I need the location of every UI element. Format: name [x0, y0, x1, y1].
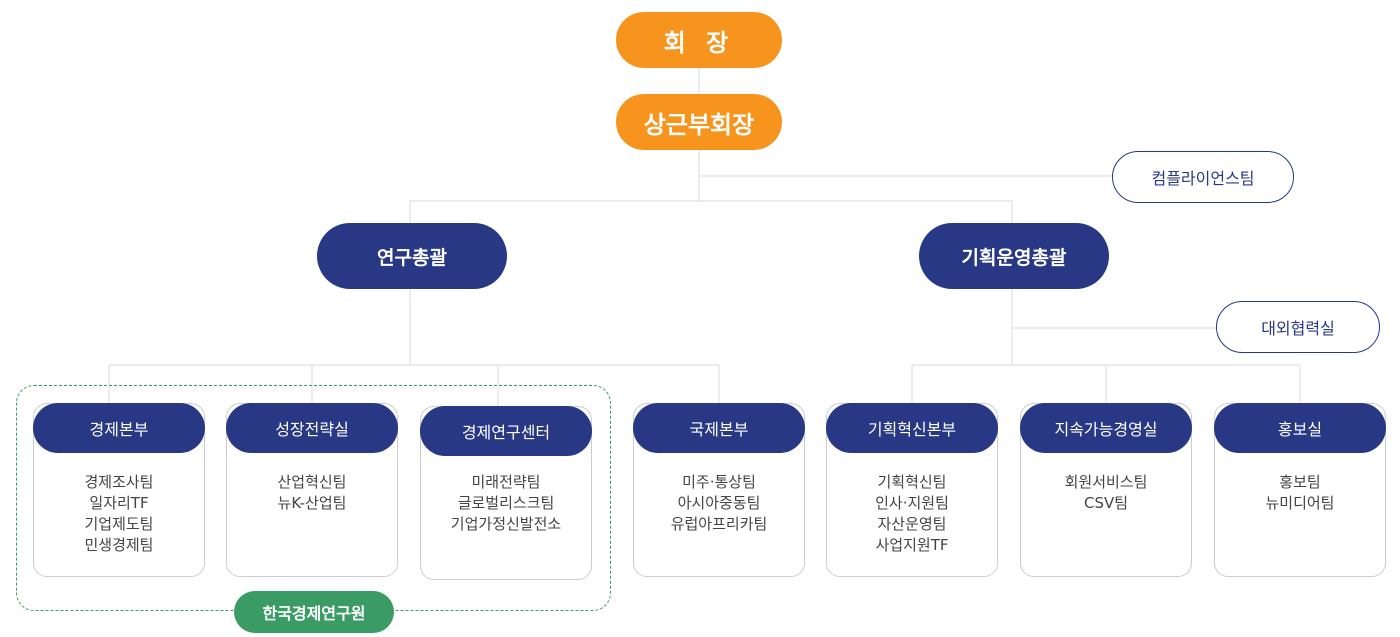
team-list: 기획혁신팀 인사·지원팀 자산운영팀 사업지원TF: [827, 472, 997, 556]
team-list: 미주·통상팀 아시아중동팀 유럽아프리카팀: [634, 472, 804, 535]
team-item: 미래전략팀: [471, 473, 541, 491]
chairman-label: 회 장: [663, 28, 735, 57]
department-card-economic-research-center: 경제연구센터 미래전략팀 글로벌리스크팀 기업가정신발전소: [420, 406, 592, 580]
team-list: 미래전략팀 글로벌리스크팀 기업가정신발전소: [421, 472, 591, 535]
department-header: 홍보실: [1214, 403, 1386, 453]
planning-division-label: 기획운영총괄: [961, 246, 1067, 269]
department-header: 기획혁신본부: [826, 403, 998, 453]
team-item: 아시아중동팀: [677, 494, 761, 512]
department-card-growth-strategy: 성장전략실 산업혁신팀 뉴K-산업팀: [226, 403, 398, 577]
chairman-box: 회 장: [616, 12, 782, 68]
team-item: 뉴K-산업팀: [277, 494, 347, 512]
team-list: 경제조사팀 일자리TF 기업제도팀 민생경제팀: [34, 472, 204, 556]
team-item: 기획혁신팀: [877, 473, 947, 491]
team-list: 홍보팀 뉴미디어팀: [1215, 472, 1385, 514]
team-item: CSV팀: [1083, 494, 1129, 512]
department-header: 경제연구센터: [420, 406, 592, 456]
team-item: 유럽아프리카팀: [670, 515, 768, 533]
team-item: 일자리TF: [89, 494, 149, 512]
department-header: 경제본부: [33, 403, 205, 453]
team-item: 민생경제팀: [84, 536, 154, 554]
department-card-sustainable-management: 지속가능경영실 회원서비스팀 CSV팀: [1020, 403, 1192, 577]
kori-label-badge: 한국경제연구원: [234, 591, 394, 633]
team-item: 산업혁신팀: [277, 473, 347, 491]
team-item: 홍보팀: [1279, 473, 1321, 491]
planning-division-box: 기획운영총괄: [919, 223, 1109, 289]
research-division-box: 연구총괄: [317, 223, 507, 289]
department-card-planning-innovation: 기획혁신본부 기획혁신팀 인사·지원팀 자산운영팀 사업지원TF: [826, 403, 998, 577]
vice-chairman-label: 상근부회장: [643, 110, 755, 139]
team-item: 인사·지원팀: [875, 494, 949, 512]
kori-label-text: 한국경제연구원: [262, 604, 366, 623]
external-office-box: 대외협력실: [1216, 301, 1380, 353]
research-division-label: 연구총괄: [377, 246, 447, 269]
department-header: 성장전략실: [226, 403, 398, 453]
team-item: 뉴미디어팀: [1265, 494, 1335, 512]
department-card-economy: 경제본부 경제조사팀 일자리TF 기업제도팀 민생경제팀: [33, 403, 205, 577]
external-office-label: 대외협력실: [1261, 319, 1335, 338]
vice-chairman-box: 상근부회장: [616, 94, 782, 150]
team-item: 회원서비스팀: [1064, 473, 1148, 491]
compliance-team-label: 컴플라이언스팀: [1151, 169, 1255, 188]
department-header: 지속가능경영실: [1020, 403, 1192, 453]
team-item: 경제조사팀: [84, 473, 154, 491]
team-item: 자산운영팀: [877, 515, 947, 533]
team-item: 사업지원TF: [875, 536, 949, 554]
team-item: 기업제도팀: [84, 515, 154, 533]
department-card-international: 국제본부 미주·통상팀 아시아중동팀 유럽아프리카팀: [633, 403, 805, 577]
team-list: 회원서비스팀 CSV팀: [1021, 472, 1191, 514]
team-item: 글로벌리스크팀: [457, 494, 555, 512]
department-card-public-relations: 홍보실 홍보팀 뉴미디어팀: [1214, 403, 1386, 577]
team-item: 기업가정신발전소: [450, 515, 562, 533]
department-header: 국제본부: [633, 403, 805, 453]
team-item: 미주·통상팀: [682, 473, 756, 491]
compliance-team-box: 컴플라이언스팀: [1112, 151, 1294, 203]
team-list: 산업혁신팀 뉴K-산업팀: [227, 472, 397, 514]
